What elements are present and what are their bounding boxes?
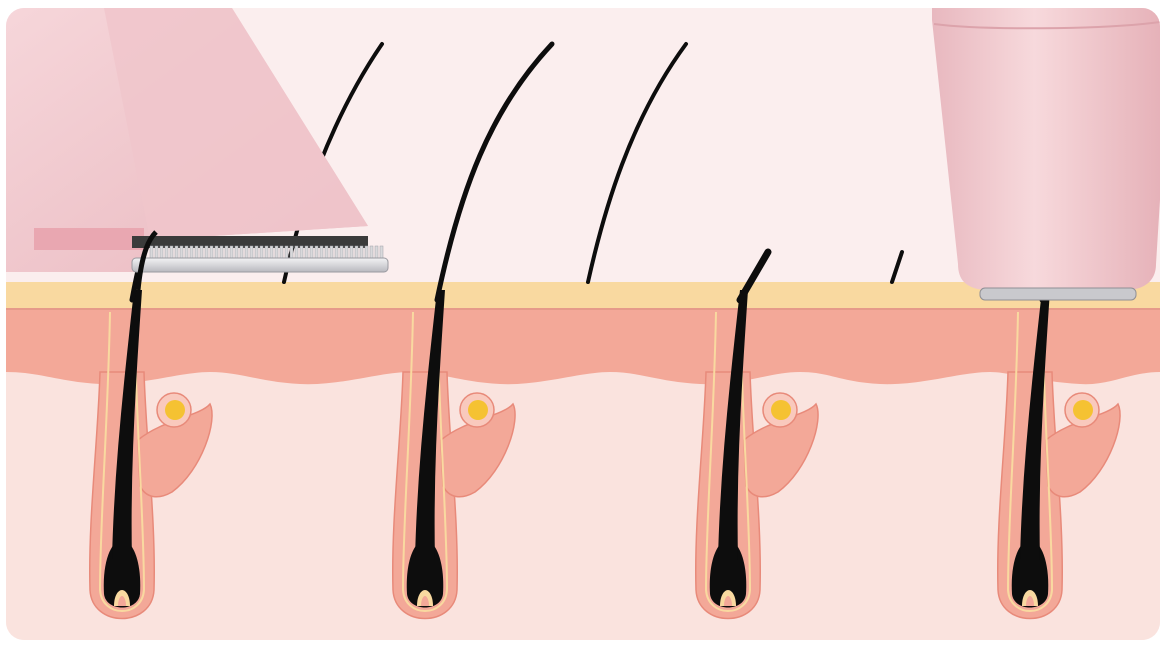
blade-tooth	[320, 246, 323, 259]
blade-tooth	[335, 246, 338, 259]
blade-tooth	[310, 246, 313, 259]
blade-tooth	[155, 246, 158, 259]
blade-tooth	[325, 246, 328, 259]
sebaceous-gland-dot	[1073, 400, 1093, 420]
blade-tooth	[275, 246, 278, 259]
blade-tooth	[345, 246, 348, 259]
blade-tooth	[360, 246, 363, 259]
blade-tooth	[350, 246, 353, 259]
blade-tooth	[380, 246, 383, 259]
blade-tooth	[295, 246, 298, 259]
blade-tooth	[255, 246, 258, 259]
sebaceous-gland-dot	[771, 400, 791, 420]
trimmer-blade-plate	[132, 258, 388, 272]
shaver-head-ring	[980, 288, 1136, 300]
blade-tooth	[250, 246, 253, 259]
blade-tooth	[225, 246, 228, 259]
blade-tooth	[150, 246, 153, 259]
blade-tooth	[205, 246, 208, 259]
blade-tooth	[240, 246, 243, 259]
blade-tooth	[165, 246, 168, 259]
blade-tooth	[170, 246, 173, 259]
trimmer-notch	[34, 228, 144, 250]
blade-tooth	[285, 246, 288, 259]
blade-tooth	[260, 246, 263, 259]
blade-tooth	[220, 246, 223, 259]
blade-tooth	[200, 246, 203, 259]
blade-tooth	[370, 246, 373, 259]
blade-tooth	[185, 246, 188, 259]
blade-tooth	[315, 246, 318, 259]
trimmer-blade-teeth	[150, 246, 383, 259]
shaver-body	[932, 8, 1160, 290]
blade-tooth	[265, 246, 268, 259]
blade-tooth	[180, 246, 183, 259]
blade-tooth	[300, 246, 303, 259]
blade-tooth	[195, 246, 198, 259]
blade-tooth	[190, 246, 193, 259]
blade-tooth	[245, 246, 248, 259]
blade-tooth	[160, 246, 163, 259]
blade-tooth	[230, 246, 233, 259]
blade-tooth	[290, 246, 293, 259]
sebaceous-gland-dot	[165, 400, 185, 420]
blade-tooth	[280, 246, 283, 259]
blade-tooth	[330, 246, 333, 259]
blade-tooth	[215, 246, 218, 259]
blade-tooth	[210, 246, 213, 259]
diagram-frame: . .	[6, 8, 1160, 640]
blade-tooth	[355, 246, 358, 259]
blade-tooth	[175, 246, 178, 259]
blade-tooth	[365, 246, 368, 259]
blade-tooth	[340, 246, 343, 259]
blade-tooth	[305, 246, 308, 259]
blade-tooth	[375, 246, 378, 259]
skin-cross-section: . .	[6, 8, 1160, 640]
blade-tooth	[270, 246, 273, 259]
sebaceous-gland-dot	[468, 400, 488, 420]
blade-tooth	[235, 246, 238, 259]
